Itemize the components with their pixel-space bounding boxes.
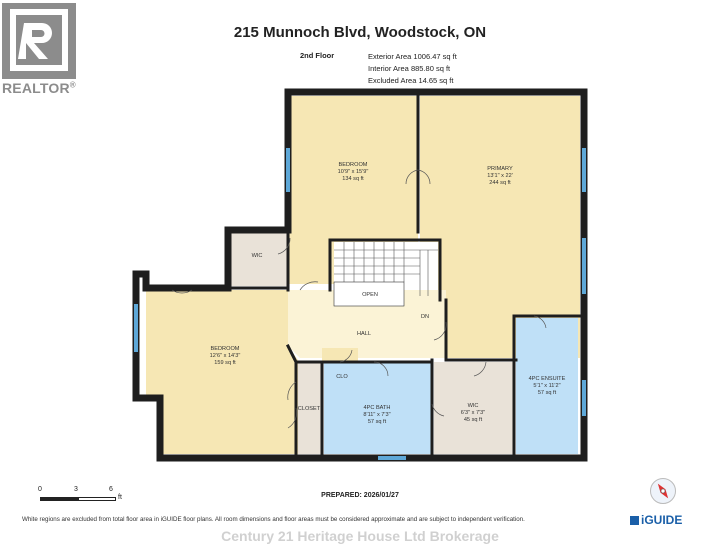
room-bedroom-1: Bedroom 12'6" x 14'3" 159 sq ft xyxy=(209,346,241,366)
room-bedroom-2: Bedroom 10'9" x 15'9" 134 sq ft xyxy=(337,162,369,182)
room-hall: Hall xyxy=(357,331,371,337)
stair-opening: Open xyxy=(362,292,378,298)
page-title: 215 Munnoch Blvd, Woodstock, ON xyxy=(233,24,487,41)
room-clo: CLO xyxy=(336,374,348,380)
interior-area: Interior Area 885.80 sq ft xyxy=(368,64,451,73)
floor-label: 2nd Floor xyxy=(300,51,335,60)
realtor-logo: REALTOR® xyxy=(0,0,86,100)
excluded-area: Excluded Area 14.65 sq ft xyxy=(368,76,454,85)
realtor-logo-mark xyxy=(2,3,76,79)
compass-icon xyxy=(650,478,676,504)
exterior-area: Exterior Area 1006.47 sq ft xyxy=(368,52,457,61)
room-4pc-bath: 4pc Bath 8'11" x 7'3" 57 sq ft xyxy=(363,405,391,425)
prepared-date: PREPARED: 2026/01/27 xyxy=(321,492,399,499)
scale-bar-graphic xyxy=(40,497,116,501)
iguide-logo: iGUIDE xyxy=(630,513,682,527)
realtor-logo-text: REALTOR® xyxy=(2,80,76,96)
area-summary: Exterior Area 1006.47 sq ft Interior Are… xyxy=(368,51,457,87)
room-wic-lower: WIC 6'3" x 7'3" 45 sq ft xyxy=(460,403,486,423)
room-4pc-ensuite: 4pc Ensuite 5'1" x 11'2" 57 sq ft xyxy=(528,376,566,396)
brokerage-watermark: Century 21 Heritage House Ltd Brokerage xyxy=(221,528,499,544)
disclaimer-text: White regions are excluded from total fl… xyxy=(22,516,525,523)
stair-down: DN xyxy=(420,314,430,320)
room-primary: Primary 13'1" x 22' 244 sq ft xyxy=(487,166,513,186)
room-closet: Closet xyxy=(297,406,321,412)
room-wic-upper: WIC xyxy=(251,253,263,259)
iguide-logo-icon xyxy=(630,516,639,525)
